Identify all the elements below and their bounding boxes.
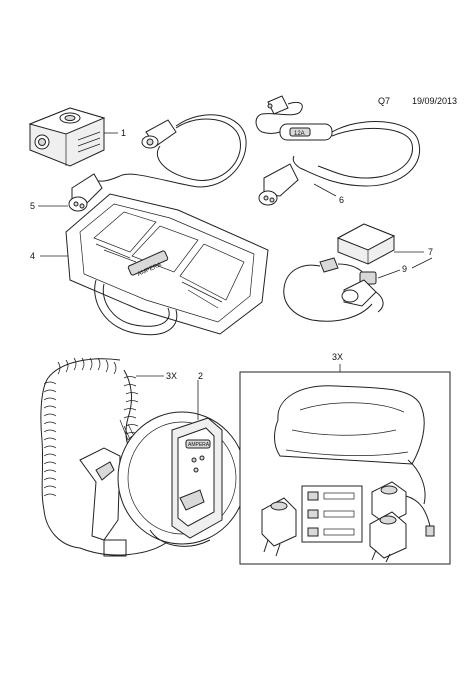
part-8-module-box bbox=[336, 223, 396, 265]
callout-9: 9 bbox=[402, 264, 407, 274]
callout-1: 1 bbox=[121, 128, 126, 138]
callout-3x: 3X bbox=[332, 352, 343, 362]
part-3x-storage-bag bbox=[274, 385, 426, 505]
leader-9 bbox=[377, 269, 401, 279]
header-date: 19/09/2013 bbox=[412, 96, 457, 106]
part-5-charging-cable bbox=[68, 114, 247, 212]
header-section: Q7 bbox=[378, 96, 390, 106]
wallbox-badge: AMPERA bbox=[188, 442, 210, 448]
part-2-wallbox: AMPERA bbox=[117, 411, 247, 547]
part-4-floor-mat: AMPERA bbox=[65, 193, 269, 336]
callout-2: 2 bbox=[198, 371, 203, 381]
part-9-adapter-lead bbox=[283, 257, 384, 322]
callout-6: 6 bbox=[339, 195, 344, 205]
part-7-coiled-cable bbox=[40, 357, 171, 557]
leader-6 bbox=[313, 183, 337, 197]
callout-7: 3X bbox=[166, 371, 177, 381]
part-6-cable-control-box: 12A bbox=[255, 95, 421, 206]
callout-8: 7 bbox=[428, 247, 433, 257]
callout-5: 5 bbox=[30, 201, 35, 211]
callout-4: 4 bbox=[30, 251, 35, 261]
leader-9b bbox=[411, 257, 433, 269]
part-1-housing bbox=[28, 107, 106, 167]
control-box-badge: 12A bbox=[294, 131, 305, 137]
part-3x-adapter-set bbox=[261, 481, 435, 563]
